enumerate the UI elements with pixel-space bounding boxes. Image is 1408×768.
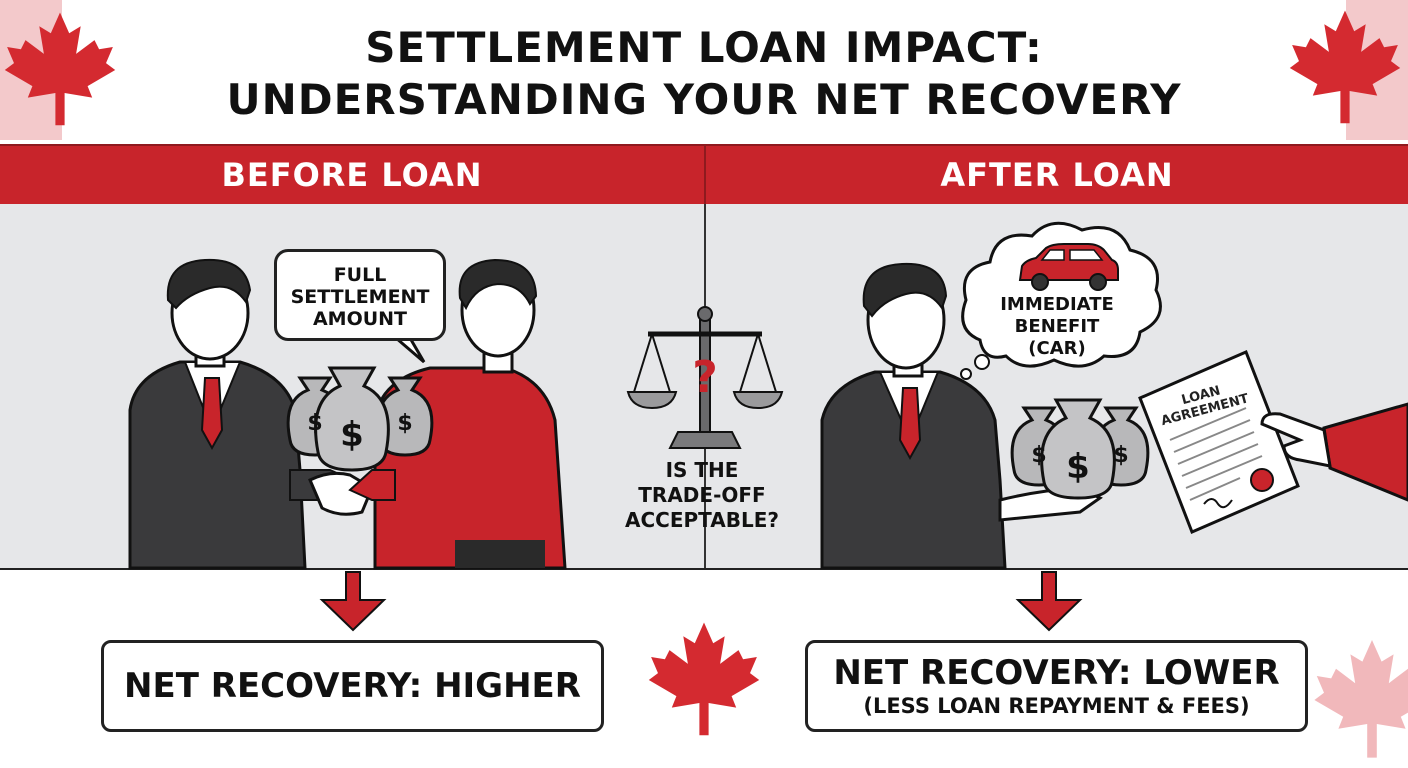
page-title: SETTLEMENT LOAN IMPACT: UNDERSTANDING YO… bbox=[0, 22, 1408, 126]
balance-scale-icon bbox=[626, 306, 784, 449]
down-arrow-icon bbox=[319, 571, 387, 632]
tradeoff-question: IS THE TRADE-OFF ACCEPTABLE? bbox=[602, 458, 802, 533]
column-header-bar: BEFORE LOAN AFTER LOAN bbox=[0, 144, 1408, 206]
title-line-1: SETTLEMENT LOAN IMPACT: bbox=[365, 23, 1043, 72]
result-right-main: NET RECOVERY: LOWER bbox=[833, 653, 1280, 693]
speech-bubble: FULL SETTLEMENT AMOUNT bbox=[274, 249, 446, 341]
thought-line-1: IMMEDIATE bbox=[1000, 294, 1114, 315]
svg-text:$: $ bbox=[397, 411, 412, 436]
question-line-1: IS THE bbox=[665, 458, 739, 482]
thought-line-2: BENEFIT bbox=[1014, 316, 1100, 337]
before-loan-header: BEFORE LOAN bbox=[221, 156, 483, 194]
money-bag-icon: $ $ $ bbox=[286, 366, 434, 472]
svg-text:$: $ bbox=[1113, 443, 1128, 468]
lawyer-figure-left bbox=[128, 258, 307, 570]
speech-line-3: AMOUNT bbox=[312, 308, 408, 330]
thought-line-3: (CAR) bbox=[1028, 338, 1086, 359]
svg-text:$: $ bbox=[1031, 443, 1046, 468]
hand-with-document bbox=[1260, 402, 1408, 502]
question-line-3: ACCEPTABLE? bbox=[625, 508, 779, 532]
header-divider bbox=[704, 146, 706, 204]
result-left-text: NET RECOVERY: HIGHER bbox=[124, 666, 581, 706]
document-icon bbox=[1138, 350, 1300, 534]
speech-line-1: FULL bbox=[333, 264, 387, 286]
after-loan-header: AFTER LOAN bbox=[940, 156, 1174, 194]
maple-leaf-icon bbox=[648, 622, 760, 736]
title-line-2: UNDERSTANDING YOUR NET RECOVERY bbox=[226, 75, 1182, 124]
money-bag-icon: $ $ $ bbox=[1010, 398, 1150, 500]
down-arrow-icon bbox=[1015, 571, 1083, 632]
speech-bubble-tail bbox=[391, 336, 426, 364]
svg-text:$: $ bbox=[307, 411, 322, 436]
net-recovery-lower-box: NET RECOVERY: LOWER (LESS LOAN REPAYMENT… bbox=[805, 640, 1308, 732]
net-recovery-higher-box: NET RECOVERY: HIGHER bbox=[101, 640, 604, 732]
car-icon bbox=[1018, 243, 1119, 291]
handshake-icon bbox=[289, 469, 396, 516]
question-mark: ? bbox=[692, 352, 718, 403]
question-line-2: TRADE-OFF bbox=[638, 483, 766, 507]
speech-line-2: SETTLEMENT bbox=[290, 286, 430, 308]
lawyer-figure-right bbox=[820, 262, 1103, 570]
svg-text:$: $ bbox=[340, 415, 364, 455]
thought-bubble-text: IMMEDIATE BENEFIT (CAR) bbox=[992, 294, 1122, 360]
result-right-sub: (LESS LOAN REPAYMENT & FEES) bbox=[863, 694, 1250, 718]
svg-text:$: $ bbox=[1066, 447, 1090, 487]
